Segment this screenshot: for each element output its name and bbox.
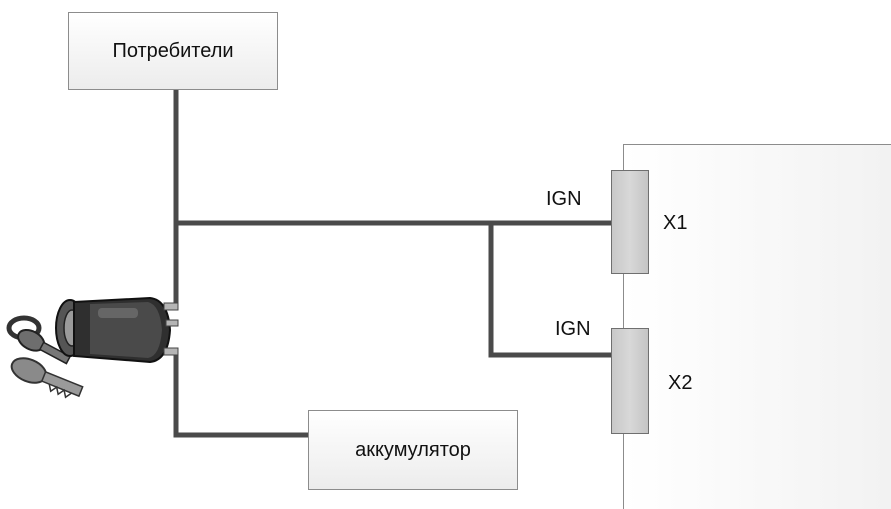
connector-x1-label: X1: [663, 212, 688, 234]
battery-label: аккумулятор: [355, 438, 471, 461]
connector-x2: [611, 328, 649, 434]
wire-switch-to-battery: [173, 355, 311, 438]
wire-branch-to-x2: [488, 220, 615, 358]
device-enclosure: [623, 144, 891, 509]
battery-box: аккумулятор: [308, 410, 518, 490]
connector-x1: [611, 170, 649, 274]
ignition-switch-with-keys-icon: [6, 296, 179, 399]
ign-label-x1: IGN: [546, 188, 582, 210]
connector-x2-label: X2: [668, 372, 693, 394]
consumers-label: Потребители: [112, 39, 234, 62]
consumers-box: Потребители: [68, 12, 278, 90]
ign-label-x2: IGN: [555, 318, 591, 340]
